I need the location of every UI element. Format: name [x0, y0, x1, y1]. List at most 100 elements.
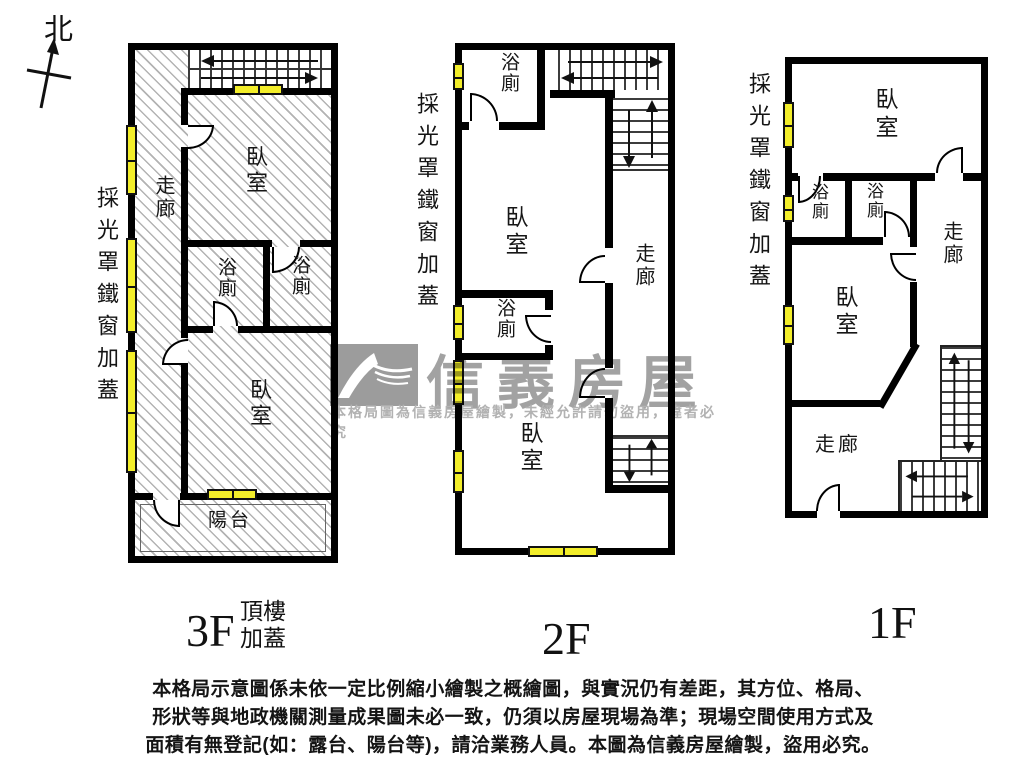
- window: [126, 238, 137, 333]
- wall: [981, 57, 988, 518]
- wall: [605, 283, 613, 368]
- stair-edge-line: [613, 169, 668, 171]
- wall: [537, 50, 545, 130]
- window: [453, 450, 464, 493]
- disclaimer-line-1: 本格局示意圖係未依一定比例縮小繪製之概繪圖，與實況仍有差距，其方位、格局、: [152, 679, 874, 700]
- wall: [963, 173, 981, 181]
- door-arc: [936, 147, 963, 173]
- window: [453, 305, 464, 340]
- wall: [181, 88, 188, 125]
- floorplan-2f: 浴廁 臥室 走廊 浴廁 臥室: [453, 43, 675, 557]
- wall: [300, 240, 331, 247]
- room-label-corridor: 走廊: [940, 221, 962, 267]
- brand-logo-icon: [330, 344, 418, 406]
- room-label-balcony: 陽台: [208, 510, 253, 531]
- stair-direction-arrows-icon: [201, 55, 318, 84]
- floor-sublabel-3f: 頂樓加蓋: [240, 598, 286, 652]
- wall: [181, 365, 188, 496]
- room-label-bedroom: 臥室: [502, 205, 527, 259]
- wall: [238, 326, 331, 333]
- room-label-bedroom: 臥室: [832, 285, 857, 339]
- room-label-bath: 浴廁: [809, 183, 828, 221]
- door-arc: [213, 301, 238, 326]
- room-label-bath: 浴廁: [215, 257, 236, 299]
- wall: [785, 57, 792, 518]
- wall: [462, 122, 469, 130]
- floorplan-3f: 臥室 走廊 浴廁 浴廁 臥室 陽台: [126, 43, 338, 563]
- wall: [823, 173, 935, 181]
- wall: [455, 43, 462, 555]
- room-label-bath: 浴廁: [864, 182, 883, 220]
- door-arc: [188, 125, 214, 149]
- window: [233, 84, 283, 95]
- north-label: 北: [44, 14, 74, 46]
- north-arrow-icon: [26, 38, 72, 109]
- wall-diagonal: [877, 342, 920, 409]
- disclaimer-line-3: 面積有無登記(如：露台、陽台等)，請洽業務人員。本圖為信義房屋繪製，盜用必究。: [145, 735, 881, 756]
- wall: [499, 122, 545, 130]
- door-arc: [890, 253, 916, 281]
- floor-label-2f: 2F: [542, 613, 591, 664]
- room-label-bedroom: 臥室: [872, 87, 897, 143]
- wall: [668, 43, 675, 555]
- wall: [462, 353, 553, 360]
- wall: [845, 181, 852, 237]
- room-label-bath: 浴廁: [494, 298, 515, 340]
- wall: [128, 556, 338, 563]
- wall: [263, 247, 270, 326]
- stair-direction-arrows-icon: [905, 470, 974, 503]
- wall: [785, 511, 817, 518]
- stairs: [188, 50, 331, 88]
- wall: [462, 290, 553, 298]
- room-label-corridor: 走廊: [815, 434, 861, 456]
- door-arc: [579, 255, 605, 283]
- wall: [792, 173, 798, 181]
- room-label-corridor: 走廊: [152, 175, 174, 221]
- wall: [128, 43, 338, 50]
- floor-label-1f: 1F: [868, 597, 917, 648]
- wall: [605, 90, 613, 248]
- room-label-bedroom: 臥室: [247, 378, 272, 430]
- wall: [785, 57, 988, 64]
- wall: [331, 43, 338, 563]
- stairs: [940, 345, 981, 460]
- stair-direction-arrows-icon: [561, 56, 663, 84]
- wall: [545, 290, 553, 310]
- stair-direction-arrows-icon: [948, 352, 975, 454]
- stairs: [898, 460, 981, 511]
- door-arc: [816, 484, 840, 511]
- window: [528, 546, 598, 557]
- door-arc: [162, 339, 188, 365]
- wall: [840, 511, 988, 518]
- wall: [792, 237, 883, 245]
- balcony-outline: [140, 504, 326, 552]
- floorplan-1f: 臥室 浴廁 浴廁 走廊 臥室 走廊: [783, 57, 988, 518]
- window: [783, 102, 794, 148]
- door-arc: [470, 93, 498, 121]
- wall: [181, 240, 272, 247]
- room-label-bath: 浴廁: [289, 255, 310, 297]
- floor-sublabel-line: 頂樓: [240, 599, 286, 624]
- wall: [181, 326, 213, 333]
- stairs: [613, 435, 668, 485]
- window: [126, 350, 137, 473]
- stairs: [613, 98, 668, 170]
- floor-sublabel-line: 加蓋: [240, 626, 286, 651]
- window: [126, 125, 137, 195]
- wall: [910, 282, 917, 347]
- disclaimer-line-2: 形狀等與地政機關測量成果圖未必一致，仍須以房屋現場為準；現場空間使用方式及: [152, 707, 874, 728]
- wall: [910, 181, 917, 247]
- annotation-lightcover-2f: 採光罩鐵窗加蓋: [414, 92, 439, 316]
- wall: [792, 400, 880, 407]
- annotation-lightcover-3f: 採光罩鐵窗加蓋: [94, 186, 119, 410]
- room-label-bedroom: 臥室: [243, 145, 268, 197]
- door-arc: [884, 211, 910, 237]
- wall: [455, 43, 675, 50]
- stairs: [558, 50, 668, 90]
- watermark-notice: 本格局圖為信義房屋繪製，未經允許請勿盜用，違者必究: [332, 404, 716, 440]
- floor-label-3f: 3F: [186, 605, 235, 656]
- window: [783, 305, 794, 345]
- window: [207, 489, 257, 500]
- window: [453, 63, 464, 90]
